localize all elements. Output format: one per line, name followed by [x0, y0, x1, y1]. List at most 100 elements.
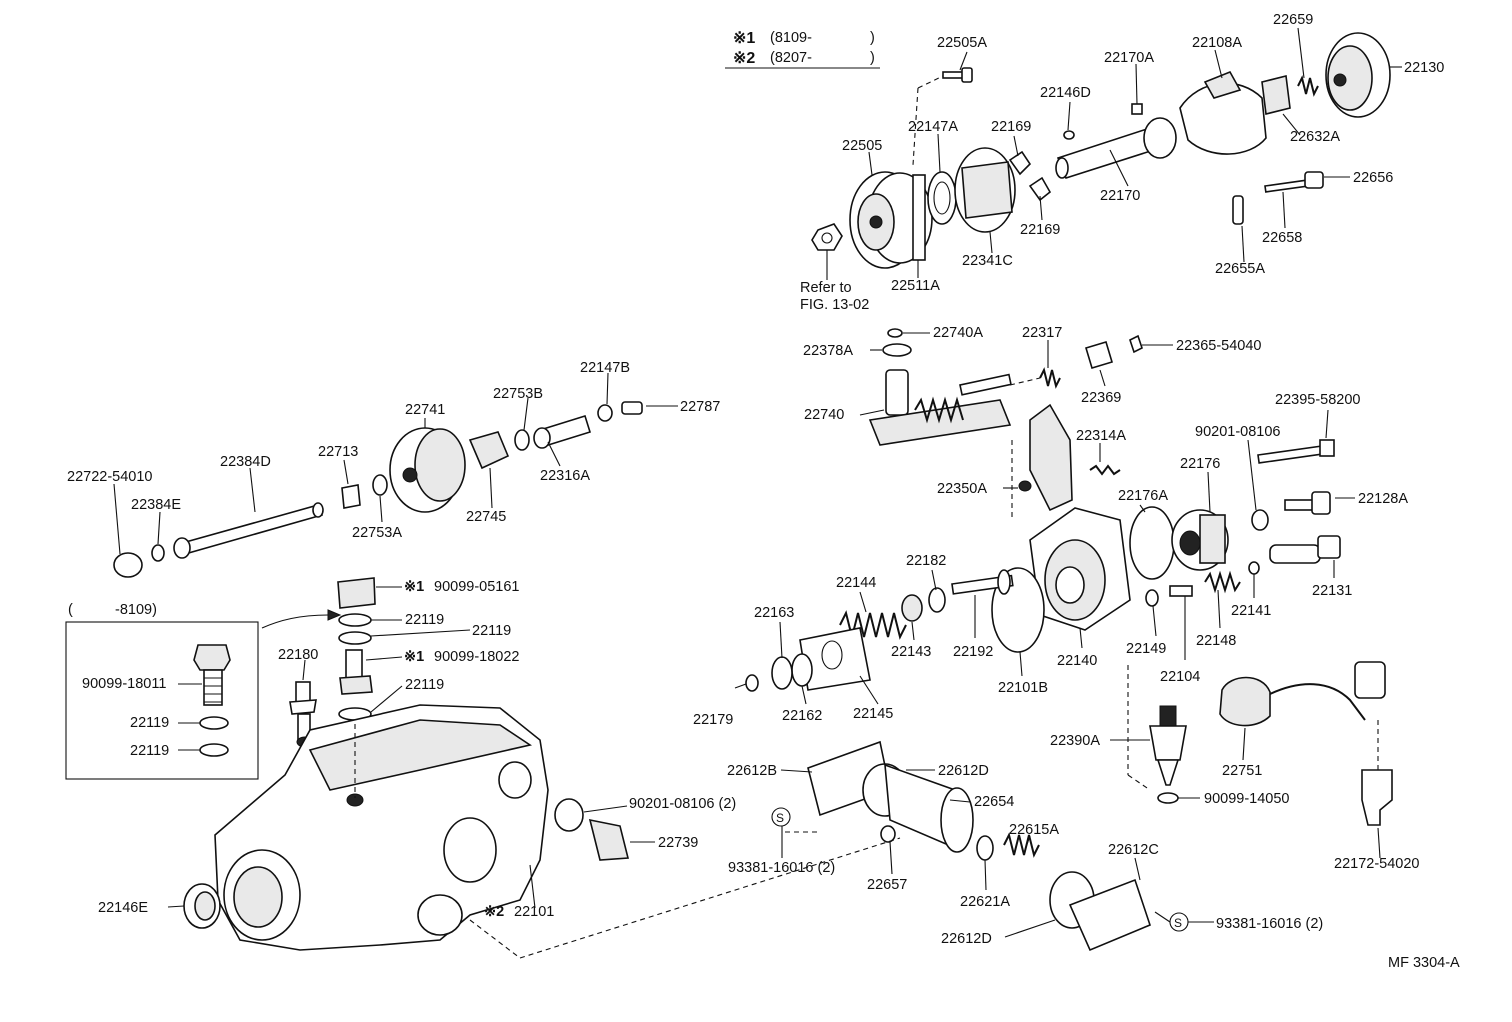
plunger-22192 [951, 569, 1014, 595]
inset-washer-a [199, 716, 229, 730]
label-22108a: 22108A [1192, 35, 1242, 51]
label-90201-08106-2: 90201-08106 (2) [629, 796, 736, 812]
label-22140: 22140 [1057, 653, 1097, 669]
label-22130: 22130 [1404, 60, 1444, 76]
s-mark-a: S [771, 807, 791, 827]
reference-line-1: Refer to [800, 280, 852, 296]
washer-22384e [151, 544, 165, 562]
guide-dash-6 [469, 919, 521, 959]
nut [811, 223, 843, 251]
label-22753a: 22753A [352, 525, 402, 541]
label-22658: 22658 [1262, 230, 1302, 246]
label-22621a: 22621A [960, 894, 1010, 910]
bolt-22395 [1257, 439, 1335, 464]
ring-22176a [1129, 506, 1175, 580]
washer-22119-b [338, 631, 372, 645]
note-mark-1: ※1 [733, 30, 755, 47]
coupling-22108a [1179, 70, 1267, 155]
distributor-head-assembly [745, 439, 1341, 692]
label-mark-22101: ※2 [484, 904, 504, 920]
screw-22104 [1169, 585, 1193, 597]
label-22176a: 22176A [1118, 488, 1168, 504]
screw-22787 [621, 401, 643, 415]
label-22341c: 22341C [962, 253, 1013, 269]
cap-22369 [1085, 341, 1113, 369]
head-body-22140 [1029, 507, 1131, 631]
cap-22722 [113, 552, 143, 578]
washer-22147a-hole [933, 181, 951, 215]
label-22101b: 22101B [998, 680, 1048, 696]
seal-22146e [183, 883, 221, 929]
label-90099-05161: 90099-05161 [434, 579, 519, 595]
ring-22162 [791, 653, 813, 687]
screw-22505a [912, 67, 973, 166]
drive-shaft-assembly [811, 32, 1391, 269]
washer-90201-a [1251, 509, 1269, 531]
s-mark-a-text: S [776, 811, 784, 825]
label-22170: 22170 [1100, 188, 1140, 204]
washer-22141 [1248, 561, 1260, 575]
overflow-valve-stack [289, 577, 376, 748]
label-22656: 22656 [1353, 170, 1393, 186]
note-range-2: (8207- [770, 50, 812, 66]
label-22350a: 22350A [937, 481, 987, 497]
inset-arrow [261, 614, 329, 629]
label-22390a: 22390A [1050, 733, 1100, 749]
drive-pulley-22505 [849, 171, 933, 269]
solenoid-assembly [1127, 661, 1393, 826]
label-mark-90099-18022: ※1 [404, 649, 424, 665]
seal-22378a [882, 343, 912, 357]
label-22384e: 22384E [131, 497, 181, 513]
label-22787: 22787 [680, 399, 720, 415]
guide-dash-7 [519, 837, 901, 959]
label-22176: 22176 [1180, 456, 1220, 472]
label-22145: 22145 [853, 706, 893, 722]
inset-early-model [65, 609, 342, 780]
label-22741: 22741 [405, 402, 445, 418]
label-22751: 22751 [1222, 763, 1262, 779]
label-22378a: 22378A [803, 343, 853, 359]
clip-22365 [1129, 334, 1143, 354]
spring-22659 [1297, 75, 1319, 97]
label-22657: 22657 [867, 877, 907, 893]
cover-22130 [1325, 32, 1391, 118]
label-22740a: 22740A [933, 325, 983, 341]
control-lever-assembly [868, 328, 1143, 520]
plate-22145 [799, 627, 871, 691]
label-22147b: 22147B [580, 360, 630, 376]
feed-pump-assembly [113, 401, 643, 578]
label-22128a: 22128A [1358, 491, 1408, 507]
solenoid-22390a [1149, 705, 1187, 786]
label-22182: 22182 [906, 553, 946, 569]
label-22172-54020: 22172-54020 [1334, 856, 1419, 872]
valve-22180 [289, 681, 317, 748]
vane-22745 [468, 431, 510, 470]
cover-22612c [1068, 878, 1151, 952]
ring-22753b [514, 429, 530, 451]
ring-22163 [771, 656, 793, 690]
label-22654: 22654 [974, 794, 1014, 810]
inset-range-end: -8109) [115, 602, 157, 618]
label-mark-90099-05161: ※1 [404, 579, 424, 595]
label-22119-a: 22119 [405, 612, 444, 628]
s-mark-b-text: S [1174, 916, 1182, 930]
washer-22149 [1145, 589, 1159, 607]
gear-22341c [954, 147, 1016, 233]
label-93381-16016-b: 93381-16016 (2) [1216, 916, 1323, 932]
washer-22147a [927, 171, 957, 225]
label-22316a: 22316A [540, 468, 590, 484]
pin-22657 [880, 825, 896, 843]
label-90099-18022: 90099-18022 [434, 649, 519, 665]
s-mark-b: S [1169, 912, 1189, 932]
plate-22632a [1261, 75, 1291, 115]
leader-lines [113, 27, 1402, 938]
sensor-22751 [1219, 661, 1386, 727]
bracket-22350a [1011, 403, 1073, 520]
washer-22753a [372, 474, 388, 496]
label-22146d: 22146D [1040, 85, 1091, 101]
inset-frame [65, 621, 259, 780]
inset-washer-b [199, 743, 229, 757]
label-22740: 22740 [804, 407, 844, 423]
label-22659: 22659 [1273, 12, 1313, 28]
